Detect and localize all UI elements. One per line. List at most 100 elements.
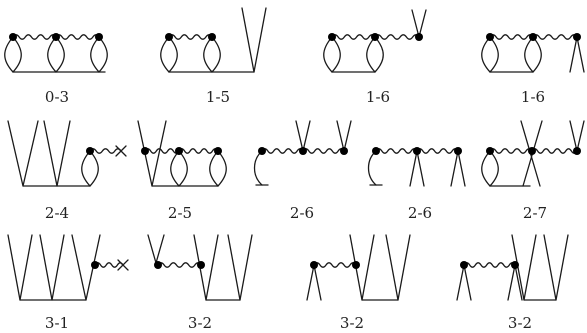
v-branch <box>71 234 101 301</box>
v-branch <box>39 234 65 301</box>
v-branch <box>227 234 253 301</box>
vertex-dot <box>141 147 149 155</box>
wavy-interaction <box>531 148 578 154</box>
vertex-dot <box>165 33 173 41</box>
wavy-interaction <box>144 148 180 154</box>
wavy-interaction <box>302 148 345 154</box>
vertex-dot <box>413 147 421 155</box>
vertex-dot <box>214 147 222 155</box>
diagram-label: 3-2 <box>508 314 532 332</box>
wavy-interaction <box>94 262 124 268</box>
vertex-dot <box>258 147 266 155</box>
vertex-dot <box>310 261 318 269</box>
v-branch <box>543 234 569 301</box>
wavy-interaction <box>375 148 418 154</box>
v-branch <box>569 120 585 152</box>
v-branch <box>193 234 219 301</box>
bubble-loop <box>203 36 221 73</box>
bubble-loop <box>4 36 22 73</box>
diagram-0-3: 0-3 <box>4 33 108 106</box>
cross-endpoint <box>115 145 127 157</box>
vertex-dot <box>372 147 380 155</box>
cross-endpoint <box>117 259 129 271</box>
vertex-dot <box>86 147 94 155</box>
wavy-interaction <box>374 34 420 40</box>
vertex-dot <box>154 261 162 269</box>
vertex-dot <box>511 261 519 269</box>
wavy-interaction <box>416 148 459 154</box>
lambda-branch <box>569 36 585 73</box>
vertex-dot <box>460 261 468 269</box>
diagram-3-2-b: 3-2 <box>306 234 411 332</box>
vertex-dot <box>528 147 536 155</box>
diagram-1-6-b: 1-6 <box>481 33 585 106</box>
bubble-loop <box>323 36 341 73</box>
v-branch <box>349 234 375 301</box>
vertex-dot <box>371 33 379 41</box>
v-branch <box>411 9 427 38</box>
diagram-label: 1-5 <box>206 88 230 106</box>
bubble-loop <box>170 150 188 187</box>
diagram-3-2-a: 3-2 <box>147 234 253 332</box>
diagram-label: 3-2 <box>188 314 212 332</box>
vertex-dot <box>197 261 205 269</box>
lambda-branch <box>306 264 322 301</box>
lambda-branch <box>507 264 523 301</box>
bubble-loop <box>366 36 384 73</box>
diagram-label: 3-1 <box>45 314 69 332</box>
bubble-loop <box>524 36 542 73</box>
lambda-branch <box>450 150 466 187</box>
vertex-dot <box>573 33 581 41</box>
v-branch <box>43 120 71 187</box>
bubble-loop <box>90 36 108 73</box>
wavy-interaction <box>532 34 578 40</box>
wavy-interaction <box>55 34 100 40</box>
bubble-loop <box>47 36 65 73</box>
diagram-2-4: 2-4 <box>7 120 127 222</box>
diagram-2-7: 2-7 <box>481 120 585 222</box>
wavy-interaction <box>489 148 533 154</box>
diagram-label: 0-3 <box>45 88 69 106</box>
wavy-interaction <box>331 34 376 40</box>
v-branch <box>385 234 411 301</box>
wavy-interaction <box>261 148 304 154</box>
wavy-interaction <box>157 262 202 268</box>
bubble-loop <box>209 150 227 187</box>
vertex-dot <box>415 33 423 41</box>
diagram-label: 1-6 <box>366 88 390 106</box>
diagram-3-1: 3-1 <box>7 234 129 332</box>
lambda-branch <box>456 264 472 301</box>
diagram-2-6-b: 2-6 <box>367 147 466 222</box>
vertex-dot <box>52 33 60 41</box>
diagram-2-5: 2-5 <box>137 120 227 222</box>
diagram-label: 1-6 <box>521 88 545 106</box>
vertex-dot <box>529 33 537 41</box>
vertex-dot <box>573 147 581 155</box>
bubble-loop <box>481 150 499 187</box>
wavy-interaction <box>178 148 219 154</box>
vertex-dot <box>299 147 307 155</box>
v-branch <box>336 120 352 152</box>
diagram-label: 2-7 <box>523 204 547 222</box>
vertex-dot <box>454 147 462 155</box>
vertex-dot <box>175 147 183 155</box>
wavy-interaction <box>489 34 534 40</box>
v-branch <box>295 120 311 152</box>
wavy-interaction <box>463 262 516 268</box>
vertex-dot <box>328 33 336 41</box>
wavy-interaction <box>12 34 57 40</box>
wavy-interaction <box>89 148 122 154</box>
vertex-dot <box>486 33 494 41</box>
vertex-dot <box>95 33 103 41</box>
half-bubble <box>253 150 263 186</box>
bubble-loop <box>481 36 499 73</box>
diagram-label: 3-2 <box>340 314 364 332</box>
vertex-dot <box>352 261 360 269</box>
wavy-interaction <box>168 34 213 40</box>
half-bubble <box>367 150 377 186</box>
v-branch <box>137 120 167 187</box>
vertex-dot <box>340 147 348 155</box>
vertex-dot <box>91 261 99 269</box>
v-branch <box>511 234 537 301</box>
